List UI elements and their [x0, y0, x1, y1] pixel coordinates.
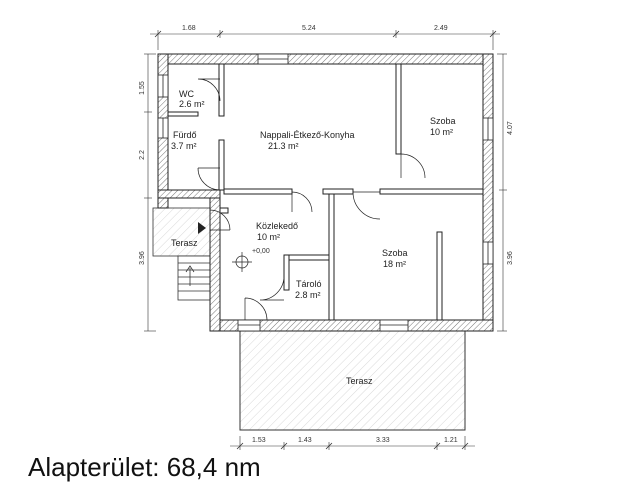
room-szoba2-name: Szoba [382, 248, 408, 258]
dim-bottom-2: 1.43 [298, 437, 312, 444]
door-swings [197, 78, 426, 321]
interior-walls [167, 63, 484, 321]
room-wc-area: 2.6 m² [179, 99, 205, 109]
level-marker-icon [232, 252, 252, 272]
dim-bottom-4: 1.21 [444, 437, 458, 444]
dim-top-1: 1.68 [182, 25, 196, 32]
dim-right-1: 4.07 [507, 121, 514, 135]
room-furdo-name: Fürdő [173, 130, 197, 140]
room-szoba1-name: Szoba [430, 116, 456, 126]
dim-top-3: 2.49 [434, 25, 448, 32]
dim-left-3: 3.96 [139, 251, 146, 265]
floor-area-caption: Alapterület: 68,4 nm [28, 452, 261, 482]
dimension-ticks [154, 30, 497, 450]
dim-left-2: 2.2 [139, 150, 146, 160]
entrance-steps [177, 255, 214, 301]
room-terasz-bottom: Terasz [346, 376, 373, 386]
room-furdo-area: 3.7 m² [171, 141, 197, 151]
entrance-arrow-icon [198, 222, 206, 234]
dim-left-1: 1.55 [139, 81, 146, 95]
room-terasz-left: Terasz [171, 238, 198, 248]
room-tarolo-name: Tároló [296, 279, 322, 289]
room-kozlekedo-area: 10 m² [257, 232, 280, 242]
windows [157, 53, 494, 332]
steps-arrow-icon [185, 265, 195, 286]
dim-right-2: 3.96 [507, 251, 514, 265]
room-nappali-name: Nappali-Étkező-Konyha [260, 130, 355, 140]
room-wc-name: WC [179, 89, 194, 99]
room-kozlekedo-name: Közlekedő [256, 221, 298, 231]
dimension-lines [144, 30, 507, 450]
room-tarolo-area: 2.8 m² [295, 290, 321, 300]
dim-top-2: 5.24 [302, 25, 316, 32]
room-szoba2-area: 18 m² [383, 259, 406, 269]
dim-bottom-3: 3.33 [376, 437, 390, 444]
room-nappali-area: 21.3 m² [268, 141, 299, 151]
dim-bottom-1: 1.53 [252, 437, 266, 444]
level-mark: +0,00 [252, 248, 270, 255]
room-szoba1-area: 10 m² [430, 127, 453, 137]
terrace-bottom-area [239, 329, 466, 431]
terrace-left-area [152, 207, 214, 301]
